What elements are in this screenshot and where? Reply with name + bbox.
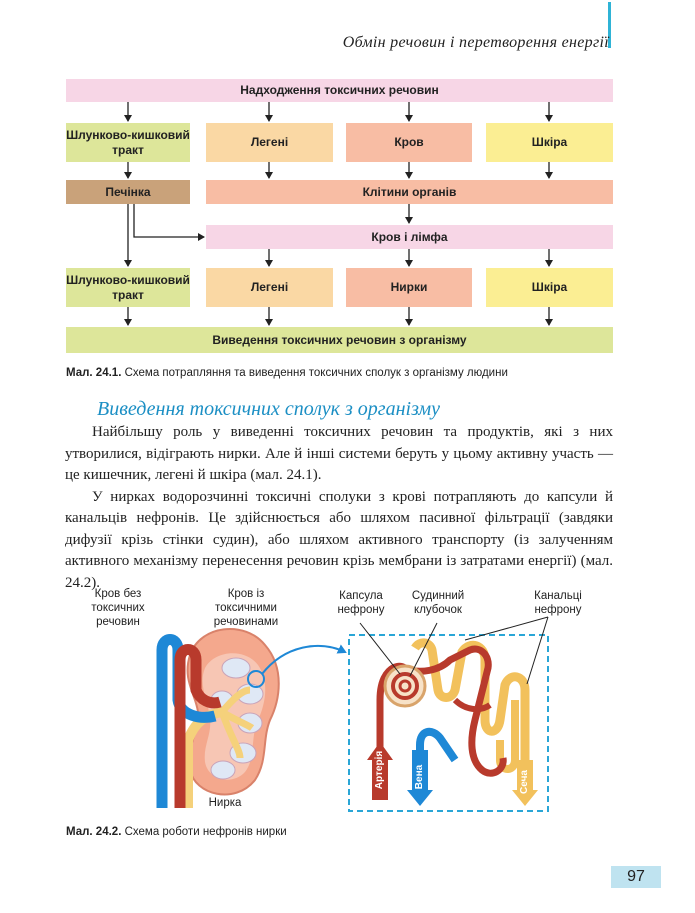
scheme-row1-gi: Шлунково-кишковий тракт — [66, 123, 190, 162]
section-heading: Виведення токсичних сполук з організму — [97, 398, 441, 420]
paragraph-2: У нирках водорозчинні токсичні сполуки з… — [65, 488, 613, 591]
label-glomerulus: Судинний клубочок — [411, 590, 465, 616]
scheme-blood-lymph: Кров і лімфа — [206, 225, 613, 249]
page-number: 97 — [611, 866, 661, 888]
fig1-caption-label: Мал. 24.1. — [66, 367, 122, 379]
fig2-caption-label: Мал. 24.2. — [66, 826, 122, 838]
scheme-row2-skin: Шкіра — [486, 268, 613, 307]
header-rule — [608, 2, 611, 48]
scheme-row2-lungs: Легені — [206, 268, 333, 307]
fig1-caption-text: Схема потрапляння та виведення токсичних… — [124, 367, 508, 379]
nephron-detail — [376, 638, 530, 785]
label-capsule: Капсула нефрону — [337, 590, 385, 616]
body-text: Найбільшу роль у виведенні токсичних реч… — [65, 422, 613, 594]
scheme-row1-lungs: Легені — [206, 123, 333, 162]
scheme-row1-skin: Шкіра — [486, 123, 613, 162]
fig1-caption: Мал. 24.1. Схема потрапляння та виведенн… — [66, 367, 508, 379]
label-toxic-blood: Кров із токсичними речовинами — [213, 588, 279, 628]
label-tubules: Канальці нефрону — [534, 590, 582, 616]
scheme-bottom-box: Виведення токсичних речовин з організму — [66, 327, 613, 353]
label-vein: Вена — [414, 764, 425, 790]
label-urine: Сеча — [519, 770, 530, 794]
scheme-top-box: Надходження токсичних речовин — [66, 79, 613, 102]
kidney-illustration — [156, 628, 280, 808]
fig2-caption-text: Схема роботи нефронів нирки — [124, 826, 287, 838]
label-pointers — [359, 616, 549, 685]
vessel-arrows — [367, 742, 538, 806]
label-artery: Артерія — [374, 750, 385, 790]
fig2-caption: Мал. 24.2. Схема роботи нефронів нирки — [66, 826, 287, 838]
zoom-arrow — [261, 644, 347, 675]
scheme-row2-kidneys: Нирки — [346, 268, 472, 307]
label-clean-blood: Кров без токсичних речовин — [91, 588, 145, 628]
label-kidney: Нирка — [208, 797, 242, 809]
running-title: Обмін речовин і перетворення енергії — [342, 34, 609, 51]
scheme-row2-gi: Шлунково-кишковий тракт — [66, 268, 190, 307]
scheme-row1-blood: Кров — [346, 123, 472, 162]
scheme-liver: Печінка — [66, 180, 190, 204]
scheme-cells: Клітини органів — [206, 180, 613, 204]
paragraph-1: Найбільшу роль у виведенні токсичних реч… — [65, 424, 613, 483]
